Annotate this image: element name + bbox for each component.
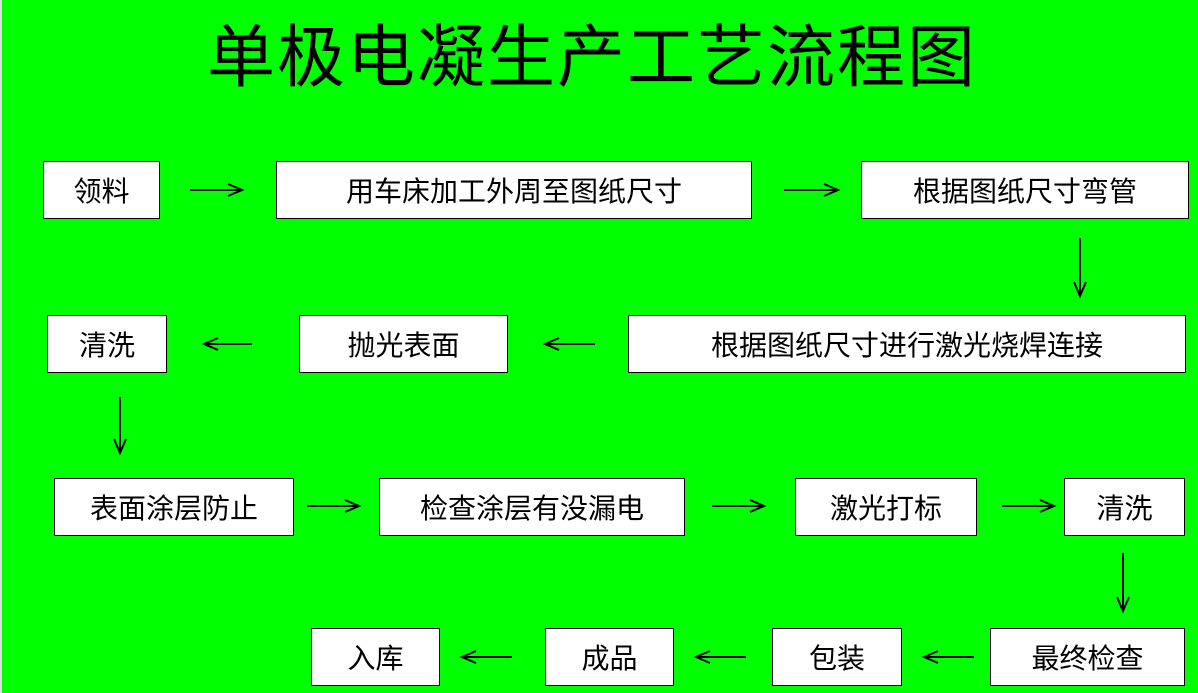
step-laser-marking: 激光打标 xyxy=(795,478,977,536)
arrow-down-icon xyxy=(1073,238,1087,299)
step-lathe-machining: 用车床加工外周至图纸尺寸 xyxy=(276,161,752,219)
step-warehousing: 入库 xyxy=(311,628,440,686)
step-receive-materials: 领料 xyxy=(43,161,160,219)
step-polish-surface: 抛光表面 xyxy=(299,315,508,373)
arrow-right-icon xyxy=(307,499,362,513)
arrow-right-icon xyxy=(1002,499,1057,513)
arrow-right-icon xyxy=(712,499,767,513)
step-finished-product: 成品 xyxy=(545,628,674,686)
arrow-right-icon xyxy=(190,183,245,197)
step-clean-1: 清洗 xyxy=(47,315,167,373)
page-title: 单极电凝生产工艺流程图 xyxy=(206,19,977,98)
step-laser-welding: 根据图纸尺寸进行激光烧焊连接 xyxy=(628,315,1186,373)
step-bend-tube: 根据图纸尺寸弯管 xyxy=(861,161,1189,219)
arrow-left-icon xyxy=(201,337,252,351)
arrow-down-icon xyxy=(1116,553,1130,614)
step-clean-2: 清洗 xyxy=(1064,478,1185,536)
arrow-left-icon xyxy=(921,650,974,664)
step-surface-coating: 表面涂层防止 xyxy=(54,478,294,536)
arrow-left-icon xyxy=(459,650,512,664)
arrow-left-icon xyxy=(693,650,746,664)
arrow-down-icon xyxy=(113,397,127,456)
arrow-left-icon xyxy=(542,337,595,351)
step-check-coating-leakage: 检查涂层有没漏电 xyxy=(379,478,685,536)
step-final-inspection: 最终检查 xyxy=(990,628,1185,686)
arrow-right-icon xyxy=(784,183,841,197)
step-packaging: 包装 xyxy=(772,628,902,686)
